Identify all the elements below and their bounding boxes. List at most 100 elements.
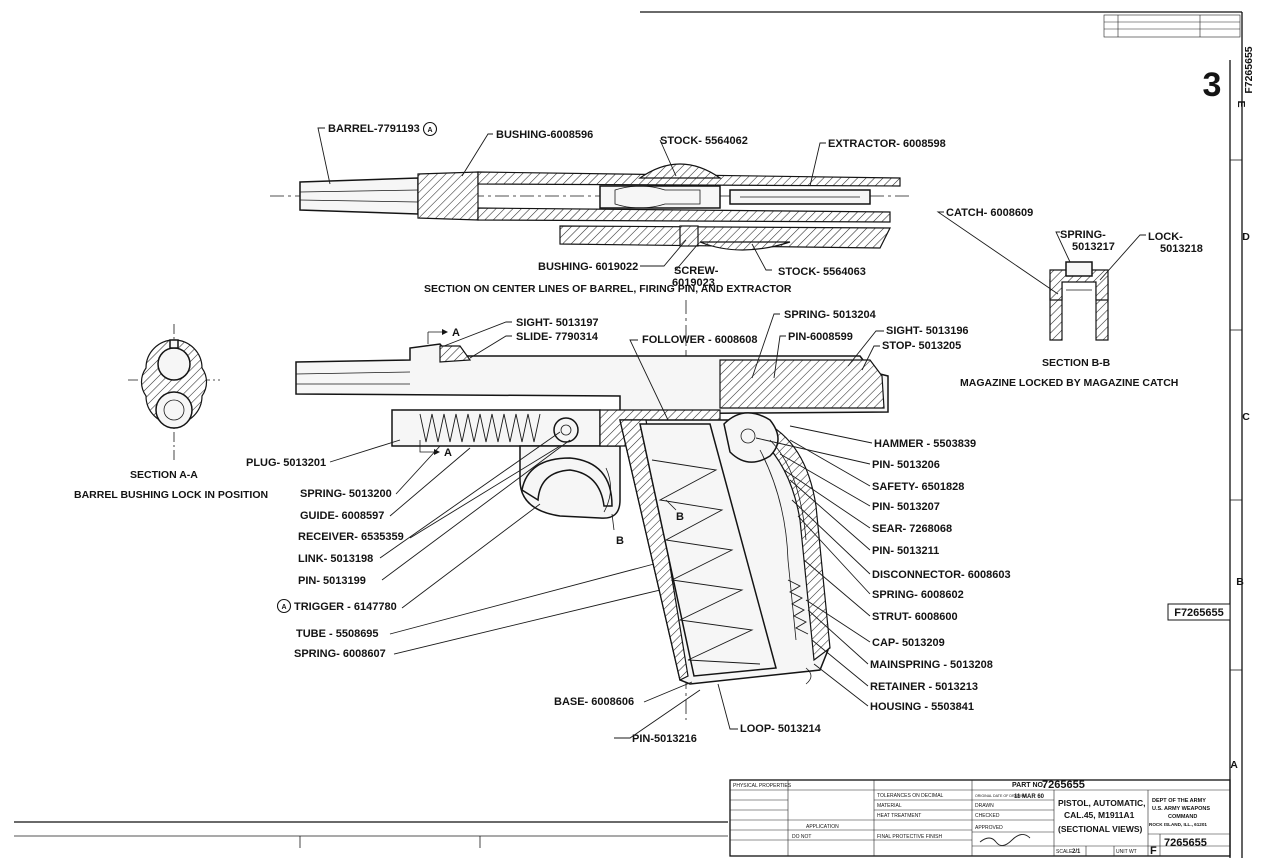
signature [979, 834, 1031, 846]
label-bushing-lower: BUSHING- 6019022 [538, 261, 638, 273]
label-lock: LOCK- [1148, 231, 1183, 243]
drawing-number-vertical: F7265655 [1243, 46, 1255, 93]
zone-letter-a: A [1230, 759, 1238, 771]
org-line-2: U.S. ARMY WEAPONS [1152, 806, 1210, 812]
label-sight-front: SIGHT- 5013197 [516, 317, 599, 329]
label-screw-number: 6019023 [672, 277, 715, 289]
field-approved: APPROVED [975, 825, 1003, 831]
field-do-not: DO NOT [792, 834, 811, 840]
drawing-number-box: 7265655 [1164, 837, 1207, 849]
svg-text:A: A [427, 127, 432, 134]
label-mainspring: MAINSPRING - 5013208 [870, 659, 993, 671]
marker-a-lower: A [444, 447, 452, 459]
label-pin-5013216: PIN-5013216 [632, 733, 697, 745]
label-slide: SLIDE- 7790314 [516, 331, 599, 343]
section-bb-subtitle: MAGAZINE LOCKED BY MAGAZINE CATCH [960, 377, 1178, 389]
marker-b-left: B [616, 535, 624, 547]
field-material: MATERIAL [877, 803, 902, 809]
title-line-2: CAL.45, M1911A1 [1064, 810, 1135, 820]
title-line-3: (SECTIONAL VIEWS) [1058, 824, 1143, 834]
svg-text:A: A [281, 604, 286, 611]
field-drawn: DRAWN [975, 803, 994, 809]
circle-a-marker-barrel: A [422, 121, 438, 137]
top-section-view [270, 163, 910, 251]
label-spring-bb-number: 5013217 [1072, 241, 1115, 253]
label-barrel: BARREL-7791193 [328, 123, 420, 135]
part-no-label: PART NO. [1012, 782, 1045, 789]
main-bottom-leaders [614, 681, 738, 739]
marker-b-right: B [676, 511, 684, 523]
label-tube: TUBE - 5508695 [296, 628, 379, 640]
label-strut: STRUT- 6008600 [872, 611, 958, 623]
label-safety: SAFETY- 6501828 [872, 481, 964, 493]
label-bushing-top: BUSHING-6008596 [496, 129, 593, 141]
side-tag-box [1167, 603, 1231, 621]
scale-value: 2/1 [1072, 849, 1081, 855]
section-bb-drawing [936, 211, 1146, 341]
label-disconnector: DISCONNECTOR- 6008603 [872, 569, 1011, 581]
main-pistol-view [295, 300, 889, 720]
label-sight-rear: SIGHT- 5013196 [886, 325, 969, 337]
label-extractor: EXTRACTOR- 6008598 [828, 138, 946, 150]
label-hammer: HAMMER - 5503839 [874, 438, 976, 450]
part-no: 7265655 [1042, 779, 1085, 791]
field-physical-properties: PHYSICAL PROPERTIES [733, 783, 792, 789]
label-follower: FOLLOWER - 6008608 [642, 334, 758, 346]
circle-a-marker-trigger: A [276, 598, 292, 614]
top-view-leaders [317, 127, 826, 272]
label-lock-number: 5013218 [1160, 243, 1203, 255]
zone-letter-c: C [1242, 411, 1250, 423]
field-checked: CHECKED [975, 813, 1000, 819]
label-pin-5013206: PIN- 5013206 [872, 459, 940, 471]
caption-top-section: SECTION ON CENTER LINES OF BARREL, FIRIN… [424, 283, 792, 295]
field-final-finish: FINAL PROTECTIVE FINISH [877, 834, 942, 840]
label-spring-5013200: SPRING- 5013200 [300, 488, 392, 500]
title-block [729, 779, 1231, 857]
label-stock-lower: STOCK- 5564063 [778, 266, 866, 278]
label-stock-top: STOCK- 5564062 [660, 135, 748, 147]
label-pin-5013199: PIN- 5013199 [298, 575, 366, 587]
zone-letter-e: E [1235, 100, 1247, 107]
drawing-date: 11 MAR 60 [1014, 794, 1045, 800]
label-spring-5013204: SPRING- 5013204 [784, 309, 877, 321]
label-spring-bb: SPRING- [1060, 229, 1106, 241]
sheet-number: 3 [1203, 66, 1222, 104]
marker-a-upper: A [452, 327, 460, 339]
label-housing: HOUSING - 5503841 [870, 701, 974, 713]
section-aa-subtitle: BARREL BUSHING LOCK IN POSITION [74, 489, 268, 501]
field-application: APPLICATION [806, 824, 839, 830]
label-sear: SEAR- 7268068 [872, 523, 952, 535]
label-pin-5013207: PIN- 5013207 [872, 501, 940, 513]
label-stop: STOP- 5013205 [882, 340, 961, 352]
label-base: BASE- 6008606 [554, 696, 634, 708]
section-aa-drawing [128, 324, 220, 460]
label-loop: LOOP- 5013214 [740, 723, 822, 735]
sheet-border [14, 11, 1243, 858]
zone-letter-b: B [1236, 576, 1244, 588]
scale-label: SCALE [1056, 849, 1073, 855]
label-spring-6008607: SPRING- 6008607 [294, 648, 386, 660]
field-heat-treatment: HEAT TREATMENT [877, 813, 921, 819]
label-receiver: RECEIVER- 6535359 [298, 531, 404, 543]
label-cap: CAP- 5013209 [872, 637, 945, 649]
org-line-1: DEPT OF THE ARMY [1152, 798, 1206, 804]
org-line-4: ROCK ISLAND, ILL., 61201 [1149, 822, 1207, 827]
label-plug: PLUG- 5013201 [246, 457, 326, 469]
label-guide: GUIDE- 6008597 [300, 510, 384, 522]
revision-block [1103, 14, 1241, 38]
side-tag: F7265655 [1174, 607, 1224, 619]
title-line-1: PISTOL, AUTOMATIC, [1058, 798, 1146, 808]
label-trigger: TRIGGER - 6147780 [294, 601, 397, 613]
label-link: LINK- 5013198 [298, 553, 373, 565]
field-unit-wt: UNIT WT [1116, 849, 1137, 855]
label-screw: SCREW- [674, 265, 719, 277]
field-tolerances: TOLERANCES ON DECIMAL [877, 793, 944, 799]
org-line-3: COMMAND [1168, 814, 1197, 820]
section-aa-title: SECTION A-A [130, 469, 198, 481]
main-right-leaders [755, 425, 873, 707]
label-pin-6008599: PIN-6008599 [788, 331, 853, 343]
label-retainer: RETAINER - 5013213 [870, 681, 978, 693]
label-catch: CATCH- 6008609 [946, 207, 1033, 219]
section-bb-title: SECTION B-B [1042, 357, 1111, 369]
